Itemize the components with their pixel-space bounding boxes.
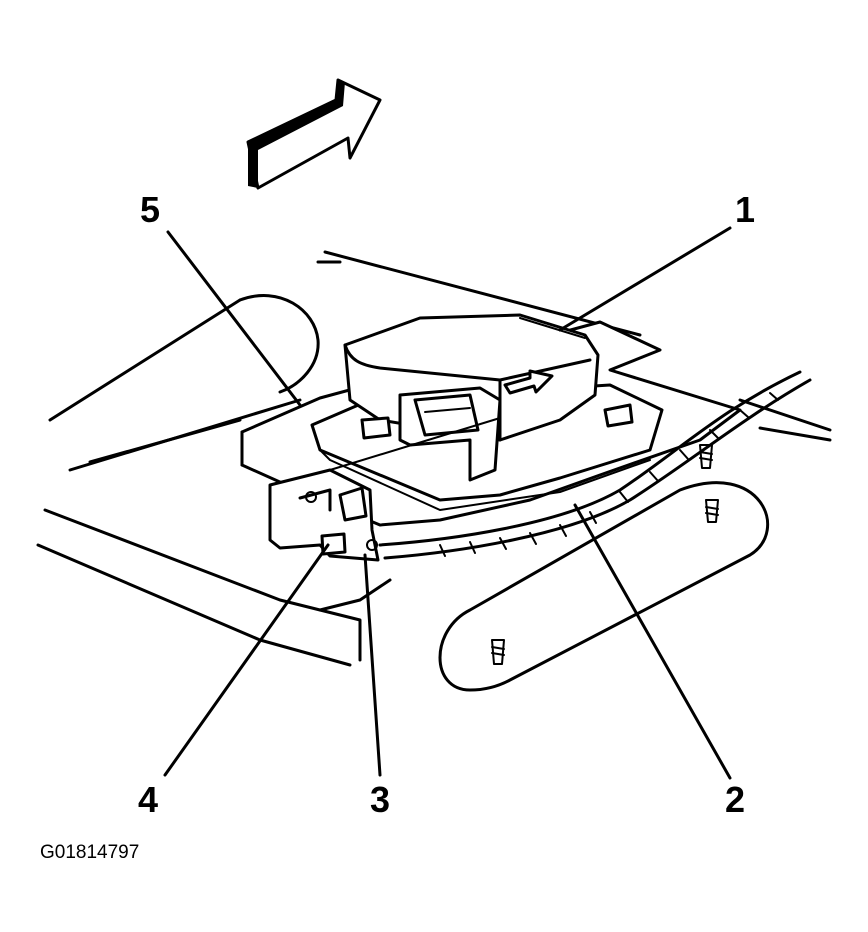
forward-arrow-icon bbox=[503, 369, 554, 395]
figure-id: G01814797 bbox=[40, 842, 139, 863]
callout-1: 1 bbox=[735, 189, 755, 230]
screw-icon bbox=[699, 444, 713, 469]
leader-line-3 bbox=[363, 553, 382, 777]
screw-icon bbox=[705, 499, 719, 523]
leader-line-4 bbox=[163, 543, 330, 777]
callout-3: 3 bbox=[370, 779, 390, 820]
leader-line-2 bbox=[573, 503, 732, 780]
screw-icon bbox=[491, 639, 505, 665]
callout-4: 4 bbox=[138, 779, 158, 820]
leader-line-5 bbox=[166, 230, 302, 407]
module-bolts bbox=[360, 403, 634, 440]
floor-pan-oval bbox=[438, 481, 769, 692]
leader-line-1 bbox=[558, 226, 732, 332]
callout-2: 2 bbox=[725, 779, 745, 820]
leader-lines bbox=[163, 226, 732, 780]
floor-structure bbox=[36, 250, 832, 667]
wiring-harness bbox=[378, 370, 812, 560]
harness-connector-bracket bbox=[268, 417, 501, 562]
callout-5: 5 bbox=[140, 189, 160, 230]
direction-arrow-icon bbox=[246, 78, 382, 190]
